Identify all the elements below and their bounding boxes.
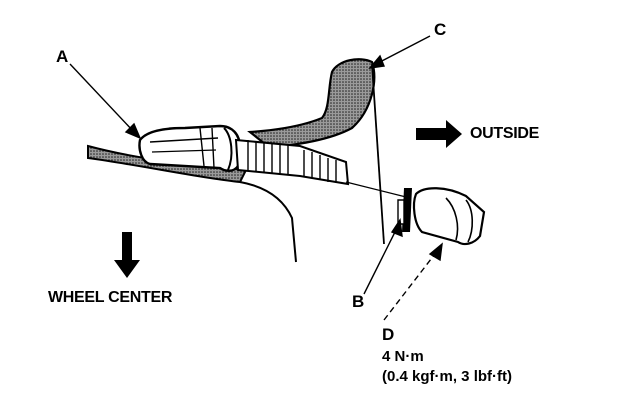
callout-a: A <box>56 47 69 66</box>
rim-flange <box>247 58 385 245</box>
washer <box>397 188 412 232</box>
assembly-axis <box>345 181 411 199</box>
valve-stem <box>234 138 350 186</box>
cap-nut <box>412 187 486 246</box>
tpms-sensor <box>138 124 242 172</box>
leader-lines <box>69 35 443 321</box>
callout-b: B <box>352 292 365 311</box>
torque-alt-units: (0.4 kgf·m, 3 lbf·ft) <box>382 368 512 385</box>
callout-d: D <box>382 325 395 344</box>
direction-wheel-center: WHEEL CENTER <box>48 289 173 306</box>
torque-value: 4 N·m <box>382 348 424 365</box>
direction-outside: OUTSIDE <box>470 125 540 142</box>
callout-c: C <box>434 20 447 39</box>
